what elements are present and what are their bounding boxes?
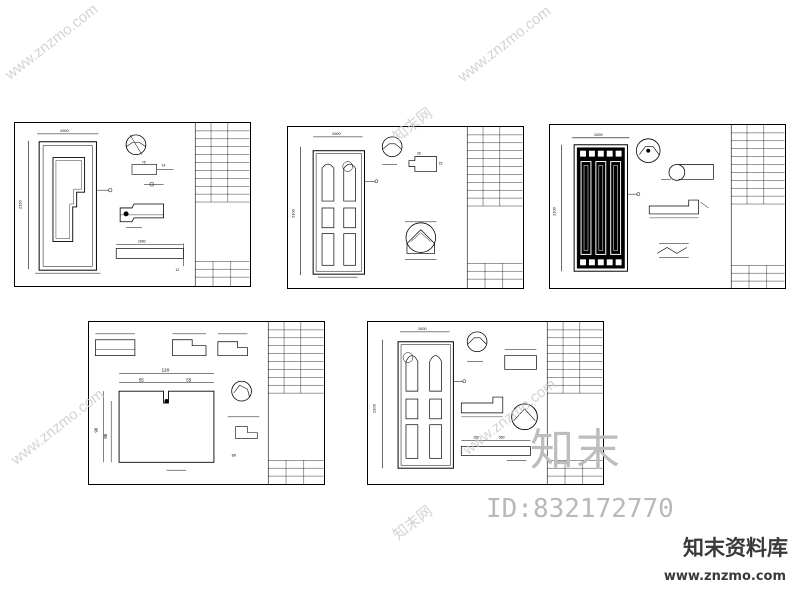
dim-profile-b: 14 <box>162 163 166 167</box>
dim-top-width: 1000 <box>594 132 604 137</box>
sheet-1-graphics: 1000 2150 75 14 <box>17 123 250 286</box>
brand-name: 知末资料库 <box>683 536 788 560</box>
sheet-5-graphics: 1000 2100 <box>371 322 603 484</box>
watermark-id-text: ID:832172770 <box>486 494 674 524</box>
dim-top-width: 1000 <box>332 131 342 136</box>
drawing-sheet-1: 1000 2150 75 14 <box>14 122 251 287</box>
dim-height-total: 2100 <box>551 206 556 216</box>
dim-inner-80: 80 <box>103 433 108 438</box>
watermark-url: www.znzmo.com <box>2 0 102 84</box>
dim-inner-80-b: 80 <box>232 452 237 457</box>
dim-top-width: 1000 <box>60 128 70 133</box>
drawing-sheet-4: 110 55 55 90 80 80 <box>88 321 325 485</box>
dim-profile-d: 12 <box>175 268 179 272</box>
dim-profile-500: 500 <box>499 436 505 440</box>
dim-left-55: 55 <box>139 377 144 382</box>
dim-height-total: 2100 <box>290 208 295 218</box>
dim-profile-150: 150 <box>473 436 479 440</box>
dim-height-total: 2100 <box>371 403 376 413</box>
dim-profile-a: 26 <box>417 152 421 156</box>
dim-width-110: 110 <box>162 367 170 373</box>
watermark-brand-cn: 知末网 <box>389 502 436 544</box>
dim-right-55: 55 <box>186 377 191 382</box>
sheet-2-graphics: 1000 2100 26 15 <box>290 127 523 288</box>
sheet-4-graphics: 110 55 55 90 80 80 <box>93 322 324 484</box>
dim-left-90: 90 <box>93 427 98 432</box>
sheet-3-graphics: 1000 2100 <box>551 125 785 288</box>
watermark-url: www.znzmo.com <box>455 2 555 86</box>
dim-height-total: 2150 <box>17 199 22 209</box>
dim-top-width: 1000 <box>418 326 428 331</box>
dim-profile-a: 75 <box>142 161 146 165</box>
drawing-sheet-5: 1000 2100 <box>367 321 604 485</box>
brand-url: www.znzmo.com <box>663 569 786 584</box>
dim-profile-c: 2000 <box>138 240 146 244</box>
dim-profile-b: 15 <box>439 162 443 166</box>
drawing-sheet-3: 1000 2100 <box>549 124 786 289</box>
drawing-sheet-2: 1000 2100 26 15 <box>287 126 524 289</box>
